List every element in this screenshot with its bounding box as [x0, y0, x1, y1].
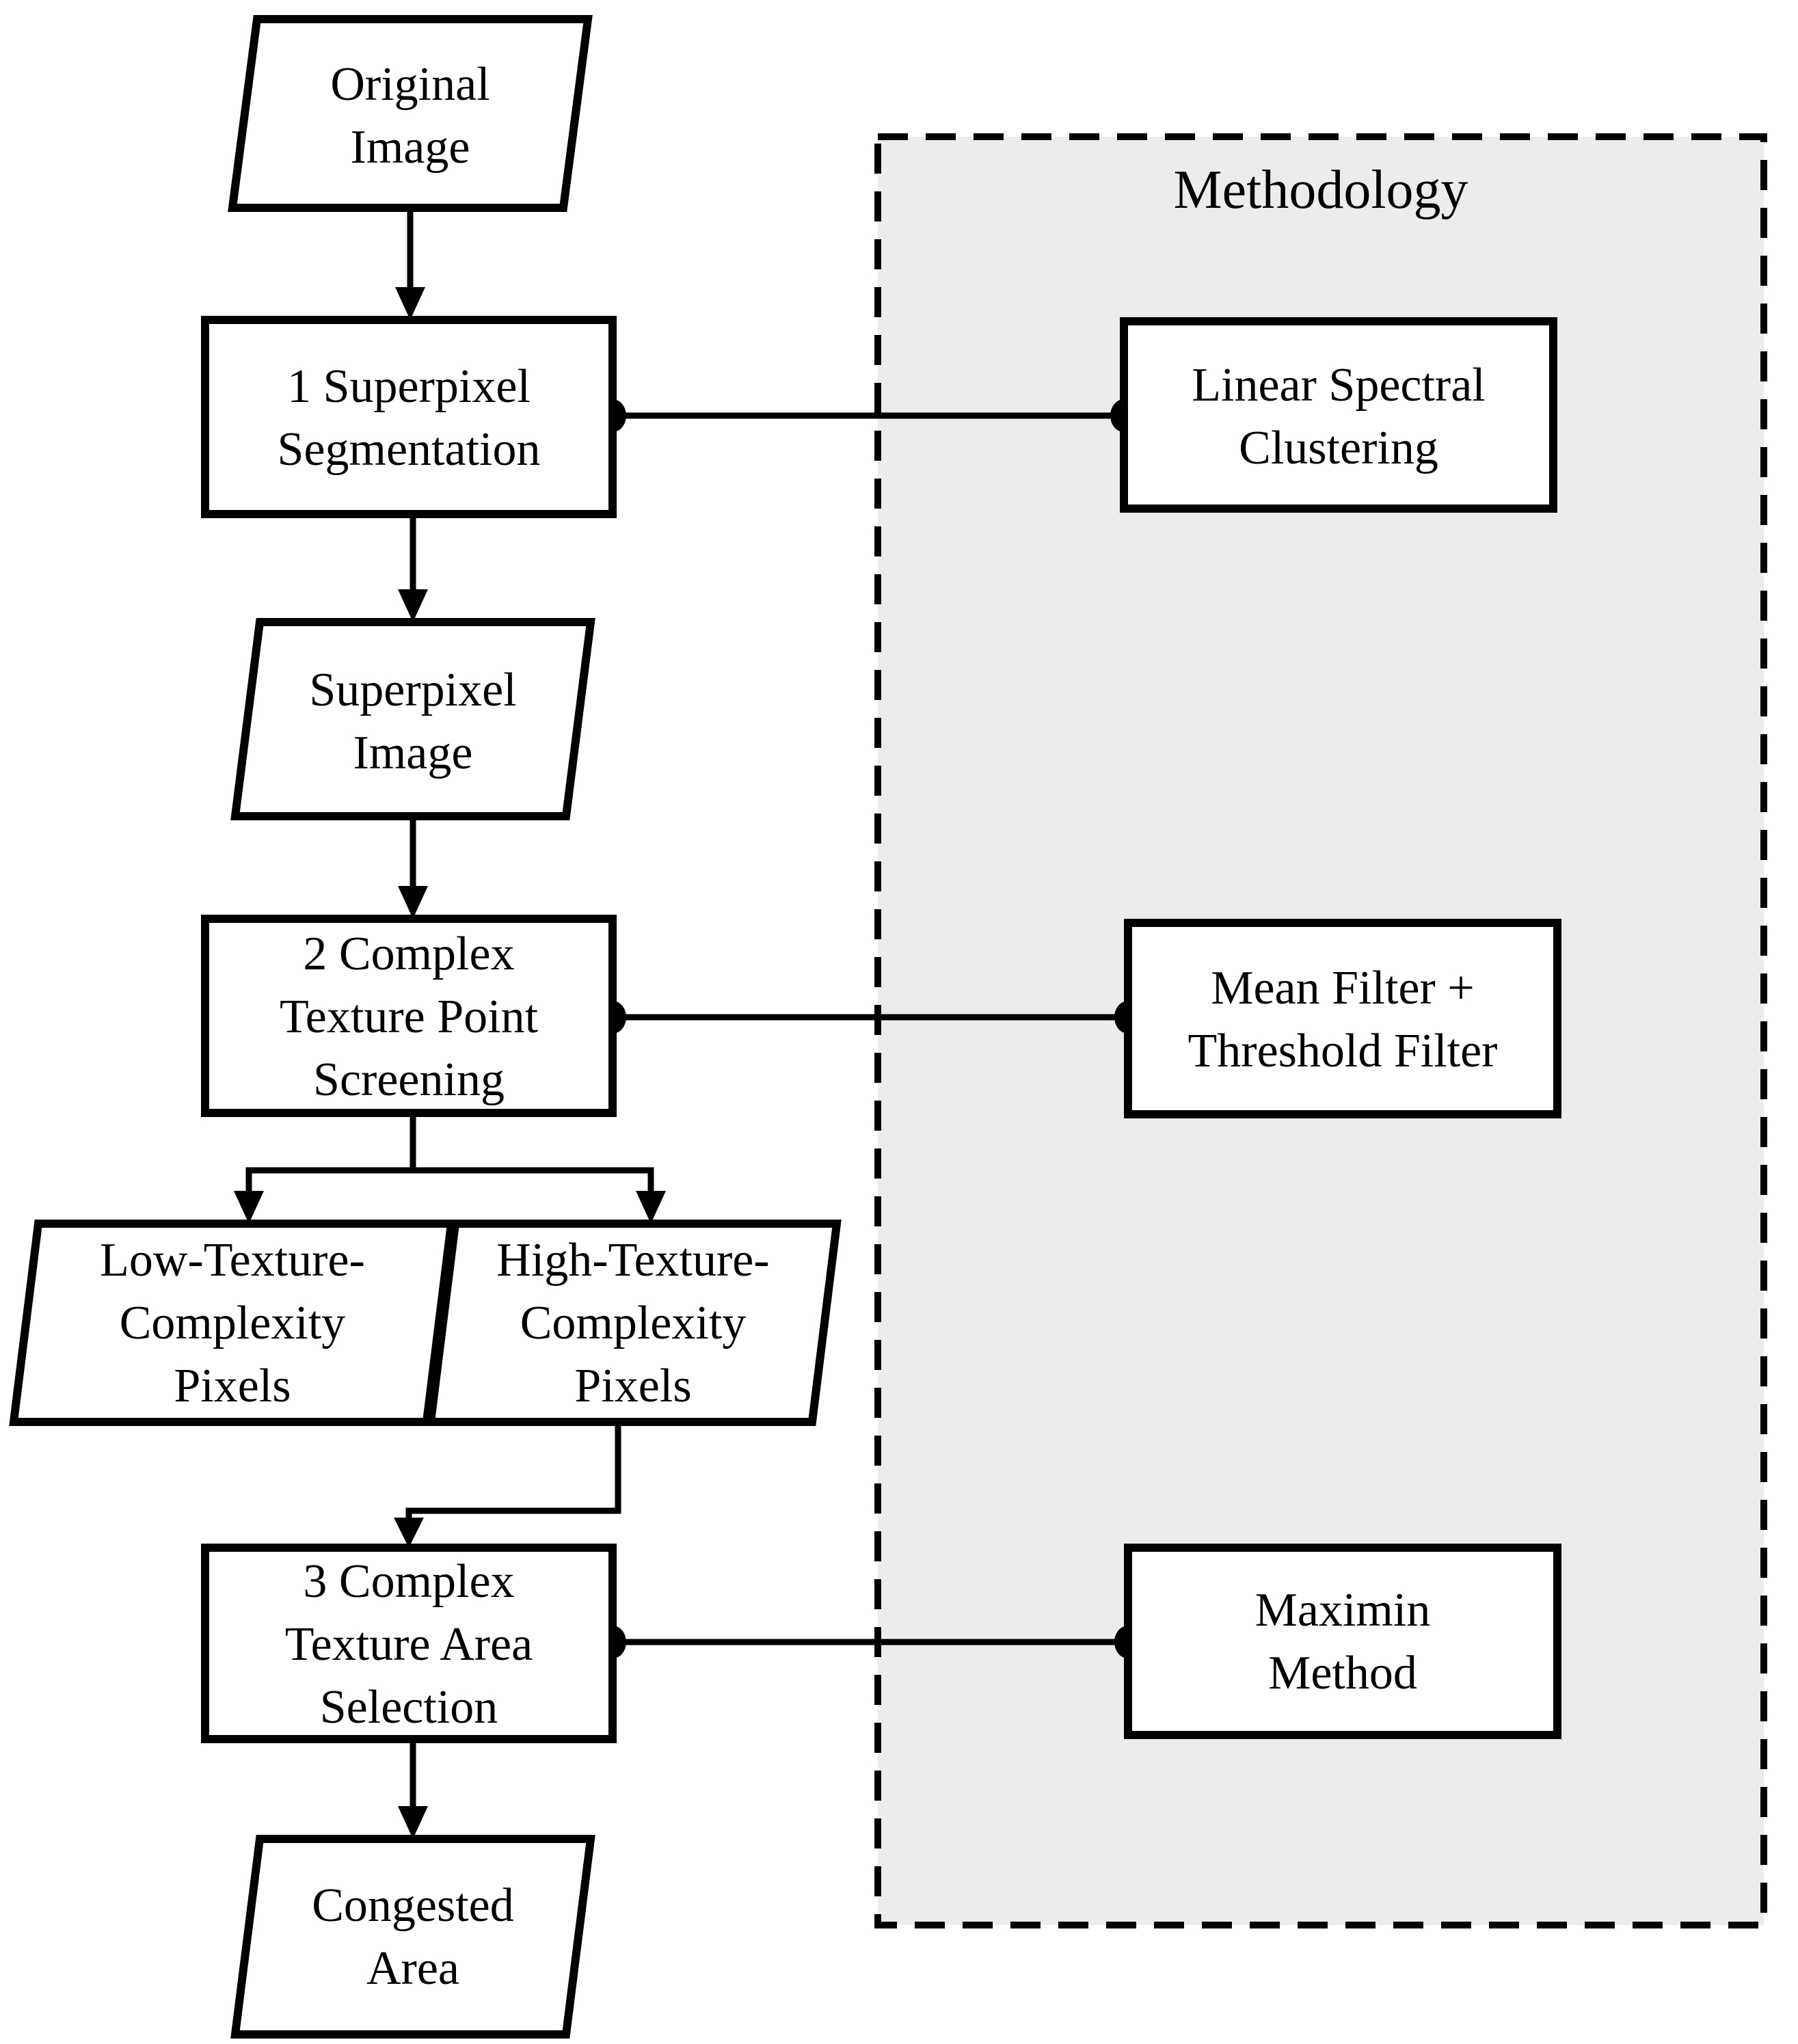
- node-low-texture-complexity-pixels: Low-Texture- Complexity Pixels: [9, 1220, 456, 1426]
- high-texture-complexity-pixels-label: Pixels: [574, 1360, 691, 1412]
- node-superpixel-image: Superpixel Image: [230, 618, 595, 820]
- complex-texture-area-selection-label: 3 Complex: [303, 1555, 514, 1608]
- original-image-label: Image: [351, 121, 470, 174]
- original-image-parallelogram: [228, 15, 593, 212]
- flow-arrows: [234, 204, 666, 1839]
- elbow-high-texture-to-selection-head: [394, 1518, 424, 1548]
- complex-texture-area-selection-label: Texture Area: [285, 1618, 533, 1671]
- low-texture-complexity-pixels-label: Low-Texture-: [100, 1234, 365, 1287]
- superpixel-image-label: Image: [353, 727, 473, 779]
- complex-texture-point-screening-label: Screening: [313, 1053, 505, 1106]
- arrow-selection-to-congested-head: [398, 1806, 428, 1839]
- arrow-segmentation-to-superpixel-image-head: [398, 589, 428, 622]
- methodology-region-title: Methodology: [1173, 160, 1468, 220]
- complex-texture-area-selection-box: [201, 1544, 617, 1743]
- arrow-to-low-texture-head: [234, 1191, 264, 1224]
- linear-spectral-clustering-box: [1120, 317, 1557, 513]
- high-texture-complexity-pixels-label: High-Texture-: [496, 1234, 769, 1287]
- arrow-original-to-segmentation-head: [395, 287, 425, 320]
- complex-texture-point-screening-label: Texture Point: [280, 991, 539, 1043]
- high-texture-complexity-pixels-parallelogram: [426, 1220, 842, 1426]
- superpixel-image-parallelogram: [230, 618, 595, 820]
- elbow-high-texture-to-selection-line: [405, 1418, 621, 1524]
- node-mean-filter-threshold-filter: Mean Filter + Threshold Filter: [1124, 919, 1561, 1118]
- low-texture-complexity-pixels-label: Complexity: [120, 1297, 346, 1349]
- arrow-to-high-texture-head: [636, 1191, 666, 1224]
- congested-area-parallelogram: [230, 1835, 595, 2039]
- low-texture-complexity-pixels-label: Pixels: [174, 1360, 291, 1412]
- split-screening-branch-lines: [245, 1110, 654, 1197]
- node-maximin-method: Maximin Method: [1124, 1544, 1561, 1739]
- maximin-method-label: Method: [1268, 1647, 1417, 1699]
- node-original-image: Original Image: [228, 15, 593, 212]
- superpixel-image-label: Superpixel: [309, 664, 516, 716]
- congested-area-label: Congested: [312, 1879, 514, 1932]
- mean-filter-threshold-filter-label: Threshold Filter: [1188, 1025, 1498, 1077]
- complex-texture-point-screening-label: 2 Complex: [303, 928, 514, 980]
- superpixel-segmentation-label: Segmentation: [278, 423, 541, 476]
- linear-spectral-clustering-label: Linear Spectral: [1192, 359, 1486, 412]
- high-texture-complexity-pixels-label: Complexity: [520, 1297, 747, 1349]
- complex-texture-point-screening-box: [201, 915, 617, 1117]
- congested-area-label: Area: [366, 1942, 459, 1995]
- node-superpixel-segmentation: 1 Superpixel Segmentation: [201, 316, 617, 518]
- linear-spectral-clustering-label: Clustering: [1239, 422, 1438, 474]
- arrow-superpixel-image-to-screening-head: [398, 886, 428, 919]
- superpixel-segmentation-box: [201, 316, 617, 518]
- mean-filter-threshold-filter-box: [1124, 919, 1561, 1118]
- node-complex-texture-area-selection: 3 Complex Texture Area Selection: [201, 1544, 617, 1743]
- superpixel-segmentation-label: 1 Superpixel: [287, 360, 531, 413]
- original-image-label: Original: [330, 58, 489, 111]
- node-complex-texture-point-screening: 2 Complex Texture Point Screening: [201, 915, 617, 1117]
- maximin-method-label: Maximin: [1255, 1584, 1431, 1637]
- complex-texture-area-selection-label: Selection: [320, 1681, 498, 1734]
- mean-filter-threshold-filter-label: Mean Filter +: [1211, 962, 1475, 1014]
- node-high-texture-complexity-pixels: High-Texture- Complexity Pixels: [426, 1220, 842, 1426]
- node-linear-spectral-clustering: Linear Spectral Clustering: [1120, 317, 1557, 513]
- node-congested-area: Congested Area: [230, 1835, 595, 2039]
- maximin-method-box: [1124, 1544, 1561, 1739]
